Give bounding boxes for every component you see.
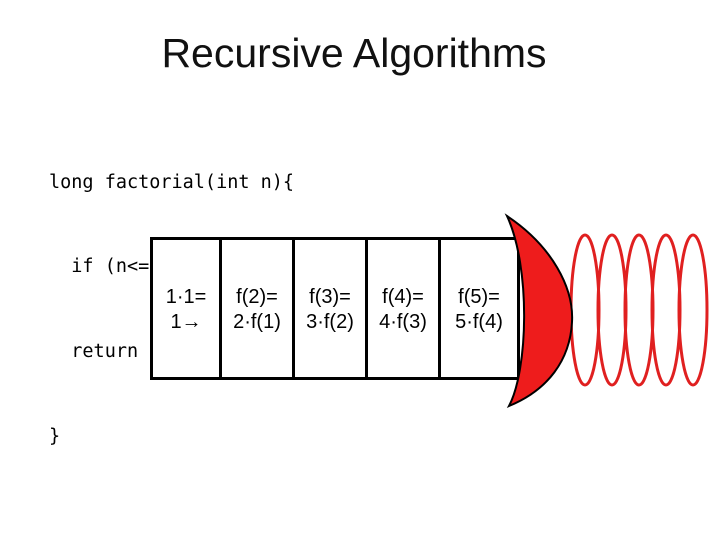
- frame-expression: 5·f(4): [455, 311, 503, 333]
- stack-divider: [438, 237, 441, 380]
- stack-frame-base: 1·1= 1→: [153, 285, 219, 335]
- stack-divider: [292, 237, 295, 380]
- frame-call: f(2)=: [236, 286, 278, 308]
- frame-expression: 2·f(1): [233, 311, 281, 333]
- frame-expression: 3·f(2): [306, 311, 354, 333]
- stack-frame-f4: f(4)= 4·f(3): [368, 285, 438, 335]
- spring-icon: [569, 233, 709, 387]
- stack-frame-f2: f(2)= 2·f(1): [222, 285, 292, 335]
- plunger-icon: [504, 213, 574, 408]
- frame-expression: 4·f(3): [379, 311, 427, 333]
- stack-frame-f5: f(5)= 5·f(4): [441, 285, 517, 335]
- spring-coil: [677, 233, 709, 387]
- frame-call: f(4)=: [382, 286, 424, 308]
- frame-result: 1→: [170, 311, 202, 333]
- call-stack-box: [150, 237, 520, 380]
- code-line: }: [49, 426, 61, 448]
- code-line: long factorial(int n){: [49, 171, 295, 193]
- frame-call: f(5)=: [458, 286, 500, 308]
- stack-divider: [219, 237, 222, 380]
- stack-frame-f3: f(3)= 3·f(2): [295, 285, 365, 335]
- stack-divider: [365, 237, 368, 380]
- slide-title: Recursive Algorithms: [161, 30, 547, 76]
- frame-call: f(3)=: [309, 286, 351, 308]
- frame-expression: 1·1=: [165, 286, 207, 308]
